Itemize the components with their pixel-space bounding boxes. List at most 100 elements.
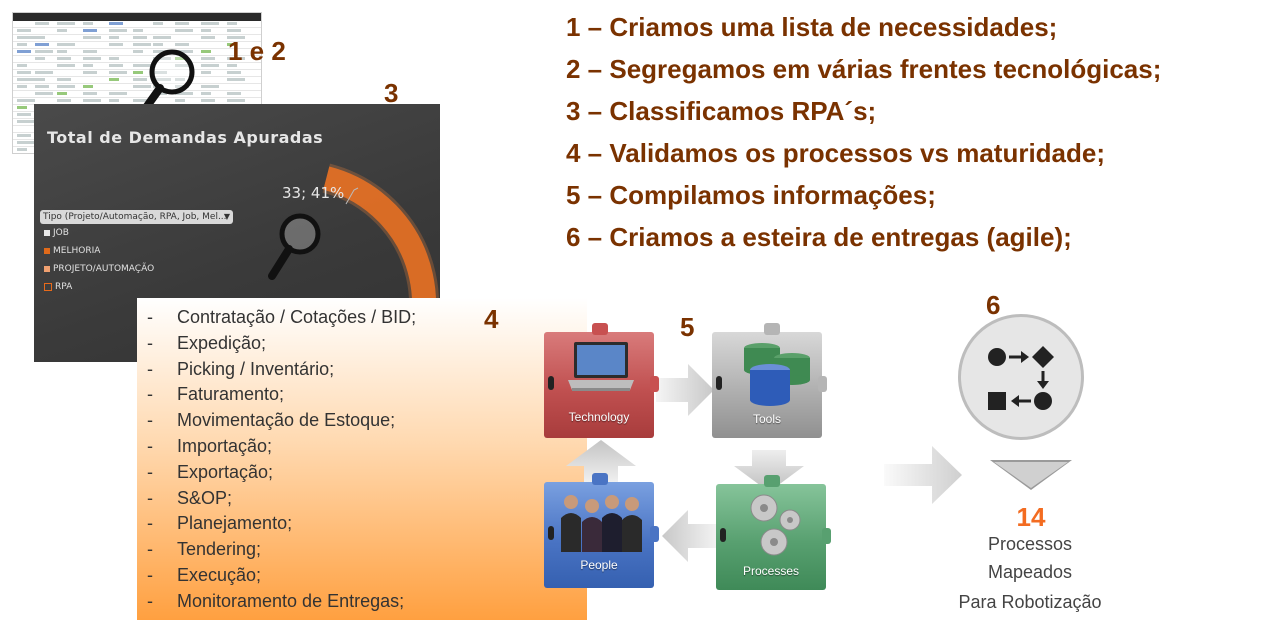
database-icon bbox=[744, 343, 810, 406]
list-item-label: Importação; bbox=[177, 436, 273, 456]
list-item: -Picking / Inventário; bbox=[147, 359, 334, 380]
spreadsheet-cell bbox=[83, 50, 97, 53]
spreadsheet-cell bbox=[17, 134, 31, 137]
processes-cube: Processes bbox=[716, 475, 831, 590]
legend-item: MELHORIA bbox=[44, 246, 100, 256]
spreadsheet-cell bbox=[109, 64, 123, 67]
list-item: -Exportação; bbox=[147, 462, 273, 483]
step-text: 2 – Segregamos em várias frentes tecnoló… bbox=[566, 54, 1162, 84]
list-item-label: Tendering; bbox=[177, 539, 262, 560]
spreadsheet-cell bbox=[227, 92, 241, 95]
spreadsheet-cell bbox=[17, 64, 27, 67]
gears-icon bbox=[750, 494, 801, 556]
list-bullet: - bbox=[147, 410, 153, 431]
list-item: -Tendering; bbox=[147, 539, 261, 560]
cube-connector bbox=[822, 528, 831, 544]
legend-swatch bbox=[44, 247, 50, 254]
spreadsheet-row bbox=[13, 77, 261, 84]
spreadsheet-cell bbox=[153, 43, 163, 46]
spreadsheet-cell bbox=[175, 78, 185, 81]
list-item-label: Faturamento; bbox=[177, 384, 285, 405]
spreadsheet-cell bbox=[35, 71, 53, 74]
spreadsheet-cell bbox=[201, 22, 219, 25]
spreadsheet-header bbox=[13, 13, 261, 21]
spreadsheet-cell bbox=[109, 92, 127, 95]
spreadsheet-cell bbox=[227, 78, 245, 81]
list-item-label: Contratação / Cotações / BID; bbox=[177, 307, 417, 327]
spreadsheet-cell bbox=[133, 36, 147, 39]
spreadsheet-cell bbox=[17, 106, 27, 109]
spreadsheet-cell bbox=[153, 22, 163, 25]
arrow-left bbox=[662, 510, 720, 562]
spreadsheet-row bbox=[13, 63, 261, 70]
spreadsheet-cell bbox=[17, 78, 35, 81]
spreadsheet-cell bbox=[109, 29, 127, 32]
spreadsheet-cell bbox=[175, 43, 189, 46]
spreadsheet-row bbox=[13, 70, 261, 77]
spreadsheet-cell bbox=[109, 43, 123, 46]
step-text: 3 – Classificamos RPA´s; bbox=[566, 96, 877, 126]
arrow-result bbox=[884, 446, 962, 504]
list-item: -Monitoramento de Entregas; bbox=[147, 591, 404, 612]
spreadsheet-cell bbox=[109, 99, 119, 102]
chart-number-label: 3 bbox=[384, 78, 399, 108]
legend-item: PROJETO/AUTOMAÇÃO bbox=[44, 264, 154, 274]
spreadsheet-cell bbox=[109, 22, 123, 25]
spreadsheet-cell bbox=[17, 99, 35, 102]
list-bullet: - bbox=[147, 384, 153, 405]
list-item-label: Exportação; bbox=[177, 461, 274, 482]
spreadsheet-cell bbox=[83, 64, 93, 67]
spreadsheet-cell bbox=[227, 36, 245, 39]
step-text: 5 – Compilamos informações; bbox=[566, 180, 936, 210]
list-bullet: - bbox=[147, 436, 153, 456]
spreadsheet-cell bbox=[35, 50, 53, 53]
chart-filter-label: Tipo (Projeto/Automação, RPA, Job, Mel..… bbox=[43, 212, 227, 222]
spreadsheet-cell bbox=[17, 71, 31, 74]
list-bullet: - bbox=[147, 358, 153, 379]
donut-ring bbox=[322, 163, 439, 362]
result-caption-line2: Mapeados bbox=[987, 562, 1073, 582]
spreadsheet-cell bbox=[109, 57, 119, 60]
chart-filter-dropdown[interactable]: Tipo (Projeto/Automação, RPA, Job, Mel..… bbox=[40, 210, 233, 224]
spreadsheet-cell bbox=[133, 85, 151, 88]
spreadsheet-cell bbox=[227, 43, 237, 46]
cube-connector bbox=[592, 323, 608, 335]
spreadsheet-cell bbox=[227, 71, 241, 74]
spreadsheet-cell bbox=[201, 85, 219, 88]
spreadsheet-row bbox=[13, 28, 261, 35]
spreadsheet-cell bbox=[35, 22, 49, 25]
list-item: - Faturamento; bbox=[147, 384, 284, 405]
spreadsheet-cell bbox=[109, 78, 119, 81]
spreadsheet-cell bbox=[201, 92, 211, 95]
arrow-up bbox=[566, 440, 636, 484]
spreadsheet-cell bbox=[227, 57, 245, 60]
spreadsheet-cell bbox=[153, 71, 167, 74]
spreadsheet-cell bbox=[35, 43, 49, 46]
list-bullet: - bbox=[147, 565, 153, 585]
spreadsheet-cell bbox=[57, 78, 71, 81]
spreadsheet-cell bbox=[133, 64, 151, 67]
result-triangle-fill bbox=[994, 462, 1068, 488]
spreadsheet-cell bbox=[201, 50, 211, 53]
spreadsheet-cell bbox=[17, 148, 27, 151]
spreadsheet-cell bbox=[83, 85, 93, 88]
legend-label: JOB bbox=[53, 228, 69, 238]
spreadsheet-cell bbox=[35, 78, 45, 81]
spreadsheet-row bbox=[13, 49, 261, 56]
spreadsheet-cell bbox=[17, 43, 27, 46]
spreadsheet-cell bbox=[57, 50, 67, 53]
processes-label: Processes bbox=[742, 564, 800, 578]
spreadsheet-cell bbox=[109, 36, 119, 39]
cube-slot bbox=[548, 526, 554, 540]
spreadsheet-cell bbox=[153, 57, 171, 60]
technology-label: Technology bbox=[568, 410, 630, 424]
spreadsheet-label: 1 e 2 bbox=[228, 36, 286, 66]
list-item: -Execução; bbox=[147, 565, 261, 586]
list-bullet: - bbox=[147, 307, 153, 327]
technology-cube: Technology bbox=[544, 323, 659, 438]
list-bullet: - bbox=[147, 487, 153, 508]
people-label: People bbox=[580, 558, 618, 572]
spreadsheet-cell bbox=[83, 36, 101, 39]
list-item: -Expedição; bbox=[147, 333, 266, 354]
spreadsheet-cell bbox=[201, 64, 219, 67]
